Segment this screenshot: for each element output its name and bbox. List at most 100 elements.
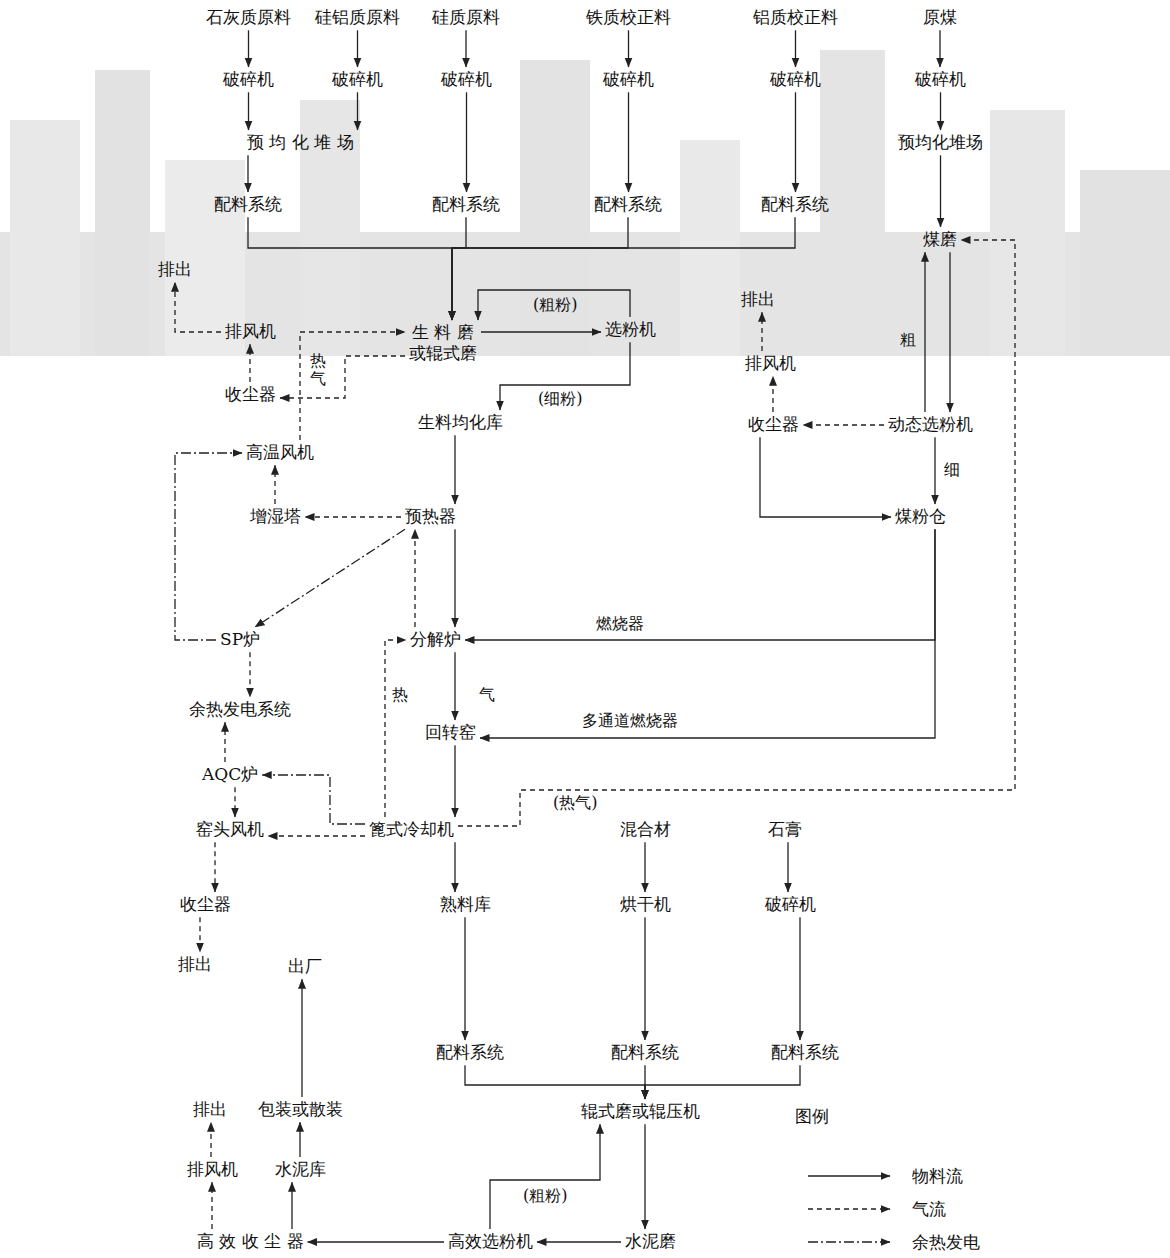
legend-text: 余热发电: [912, 1232, 980, 1252]
flow-connector: [291, 1182, 292, 1229]
flow-connector: [645, 1065, 800, 1099]
step-text: 硅铝质原料: [315, 7, 400, 28]
flow-connector: [211, 1182, 212, 1229]
step-text: 破碎机: [603, 69, 654, 90]
flow-connector: [248, 217, 452, 320]
step-text: 预均化堆场: [898, 132, 983, 153]
step-text: AQC炉: [202, 764, 258, 785]
flow-connector: [385, 640, 406, 817]
step-text: 破碎机: [915, 69, 966, 90]
process-step: 配料系统: [757, 192, 833, 217]
flow-connector: [249, 344, 250, 382]
flow-connector: [248, 92, 249, 130]
flow-connector: [452, 217, 466, 320]
process-step: 配料系统: [210, 192, 286, 217]
building: [990, 110, 1065, 356]
flow-connector: [803, 424, 884, 425]
flow-connector: [761, 312, 762, 351]
flow-note: 气: [479, 685, 495, 704]
flow-connector: [255, 529, 405, 627]
process-step: 排风机: [183, 1157, 242, 1182]
flow-connector: [795, 92, 796, 192]
flow-connector: [772, 376, 773, 412]
flow-connector: [644, 842, 645, 892]
flow-connector: [949, 252, 950, 412]
flow-connector: [210, 1122, 211, 1157]
process-step: 原煤: [919, 5, 961, 30]
process-step: 石灰质原料: [202, 5, 295, 30]
flow-connector: [280, 356, 405, 398]
process-step: 动态选粉机: [884, 412, 977, 437]
step-text: 排风机: [225, 321, 276, 342]
step-text: 熟料库: [440, 894, 491, 915]
flow-connector: [465, 1065, 645, 1099]
flow-connector: [414, 529, 415, 627]
process-step: 烘干机: [616, 892, 675, 917]
step-text: 破碎机: [223, 69, 274, 90]
step-text: 铁质校正料: [586, 7, 671, 28]
process-step: 水泥磨: [621, 1229, 680, 1254]
flow-connector: [628, 30, 629, 67]
connector-label: (粗粉): [523, 1186, 567, 1205]
connector-label: 细: [944, 460, 960, 479]
process-step: 破碎机: [761, 892, 820, 917]
step-text: 配料系统: [771, 1042, 839, 1063]
flow-connector: [248, 30, 249, 67]
flow-note: 热气: [310, 352, 326, 387]
connector-label: (粗粉): [533, 295, 577, 314]
step-text: 收尘器: [180, 894, 231, 915]
process-step: 排出: [737, 287, 779, 312]
process-step: 配料系统: [767, 1040, 843, 1065]
process-step: 配料系统: [428, 192, 504, 217]
flow-connector: [454, 529, 455, 627]
step-text: 增湿塔: [250, 506, 301, 527]
process-step: 破碎机: [599, 67, 658, 92]
process-step: 窑头风机: [192, 817, 268, 842]
process-step: 配料系统: [607, 1040, 683, 1065]
flow-connector: [300, 332, 405, 440]
step-text: 铝质校正料: [753, 7, 838, 28]
step-text: 破碎机: [332, 69, 383, 90]
step-text: 余热发电系统: [189, 699, 291, 720]
flow-connector: [454, 652, 455, 720]
step-text: 动态选粉机: [888, 414, 973, 435]
process-step: 余热发电系统: [185, 697, 295, 722]
building: [95, 70, 150, 356]
process-step: 混合材: [616, 817, 675, 842]
flow-connector: [787, 842, 788, 892]
process-step: 辊式磨或辊压机: [577, 1099, 704, 1124]
process-step: 配料系统: [432, 1040, 508, 1065]
process-step: 硅质原料: [428, 5, 504, 30]
step-text: 煤粉仓: [895, 506, 946, 527]
flow-connector: [795, 30, 796, 67]
process-step: 配料系统: [590, 192, 666, 217]
step-text: 窑头风机: [196, 819, 264, 840]
process-step: 收尘器: [221, 382, 280, 407]
flow-connector: [454, 435, 455, 504]
flow-connector: [274, 465, 275, 504]
flow-connector: [466, 92, 467, 192]
step-text: 配料系统: [436, 1042, 504, 1063]
step-text: 出厂: [288, 956, 322, 977]
flow-connector: [214, 842, 215, 892]
flow-connector: [940, 92, 941, 130]
process-step: 硅铝质原料: [311, 5, 404, 30]
step-text: 原煤: [923, 7, 957, 28]
legend-text: 气流: [912, 1199, 946, 1219]
flow-connector: [357, 92, 358, 130]
step-text: 烘干机: [620, 894, 671, 915]
process-step: 出厂: [284, 954, 326, 979]
flow-connector: [799, 917, 800, 1040]
step-text: 破碎机: [441, 69, 492, 90]
step-text: 排风机: [745, 353, 796, 374]
process-step: 破碎机: [437, 67, 496, 92]
process-step: 煤磨: [919, 227, 961, 252]
step-text: SP炉: [220, 629, 260, 650]
step-text: 水泥库: [275, 1159, 326, 1180]
process-step: 铝质校正料: [749, 5, 842, 30]
flow-connector: [458, 240, 1015, 826]
process-step: 破碎机: [766, 67, 825, 92]
process-step: 分解炉: [406, 627, 465, 652]
flow-connector: [481, 331, 601, 332]
step-text: 石灰质原料: [206, 7, 291, 28]
